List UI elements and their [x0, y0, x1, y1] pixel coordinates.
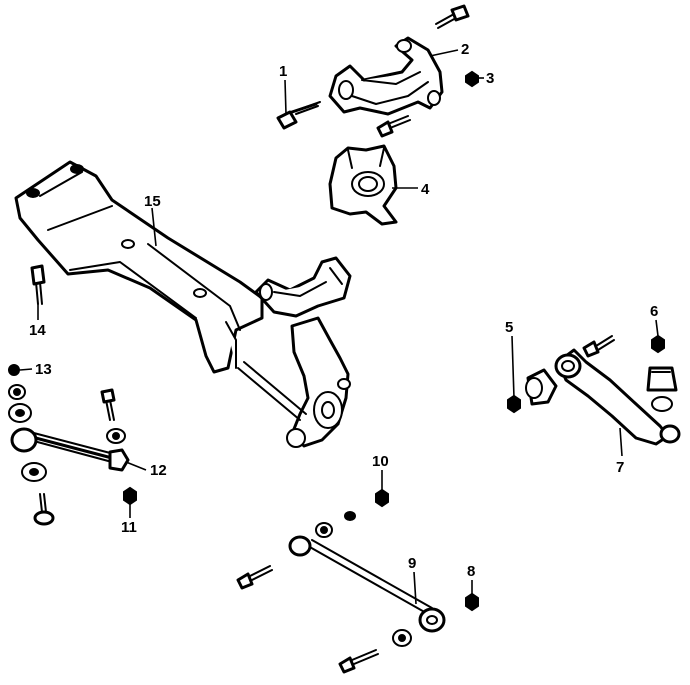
nut-6	[651, 334, 665, 354]
bolt-1	[276, 101, 321, 130]
leader-13	[19, 368, 33, 371]
bolt-14	[30, 264, 46, 305]
callout-12: 12	[150, 462, 167, 479]
washer-9b	[344, 511, 356, 521]
leader-6	[655, 319, 659, 337]
washer-13a	[8, 384, 26, 400]
leader-9	[413, 571, 417, 605]
callout-3: 3	[486, 70, 494, 87]
bolt-12-lower	[33, 493, 55, 526]
leader-15	[151, 207, 157, 247]
callout-5: 5	[505, 319, 513, 336]
leader-lines	[19, 49, 659, 605]
callout-6: 6	[650, 303, 658, 320]
assembled-knuckle	[290, 316, 351, 448]
nut-5	[507, 394, 521, 414]
callout-15: 15	[144, 193, 161, 210]
leader-5	[511, 335, 515, 399]
nut-8	[465, 592, 479, 612]
bolt-12	[100, 388, 116, 421]
nut-13	[8, 364, 20, 376]
stabilizer-link-12	[10, 427, 130, 482]
leader-1	[284, 79, 287, 115]
washer-9a	[315, 522, 333, 538]
upper-control-arm-2	[328, 36, 444, 116]
callout-11: 11	[121, 519, 137, 536]
washer-13b	[8, 403, 32, 423]
callout-13: 13	[35, 361, 52, 378]
callout-7: 7	[616, 459, 624, 476]
callout-4: 4	[421, 181, 430, 198]
bolt-9-left	[236, 565, 273, 590]
lower-link-9	[288, 535, 446, 633]
leader-7	[619, 427, 623, 457]
callout-1: 1	[279, 63, 287, 80]
washer-9c	[392, 629, 412, 647]
callout-9: 9	[408, 555, 416, 572]
bolt-7	[582, 335, 615, 358]
callout-14: 14	[29, 322, 46, 339]
leader-2	[429, 49, 459, 57]
assembled-upper-arm	[254, 256, 352, 318]
assembled-lateral-link	[237, 361, 307, 448]
bolt-lower-2	[376, 115, 411, 138]
nut-11	[123, 486, 137, 506]
callout-8: 8	[467, 563, 475, 580]
bolt-upper-2	[435, 4, 470, 29]
nut-3	[465, 70, 479, 88]
lower-control-arm-7	[554, 348, 681, 446]
knuckle-4	[328, 144, 398, 226]
callout-2: 2	[461, 41, 469, 58]
bushing-5	[525, 368, 558, 406]
callout-10: 10	[372, 453, 389, 470]
washer-12	[106, 428, 126, 444]
leader-12	[125, 461, 147, 471]
callout-labels: 1 2 3 4 5 6 7 8 9 10 11 12 13 14 15	[29, 41, 658, 580]
subframe-crossmember	[14, 160, 264, 374]
nut-10	[375, 488, 389, 508]
ball-joint-boot	[646, 366, 678, 412]
bolt-9-right	[338, 649, 379, 674]
